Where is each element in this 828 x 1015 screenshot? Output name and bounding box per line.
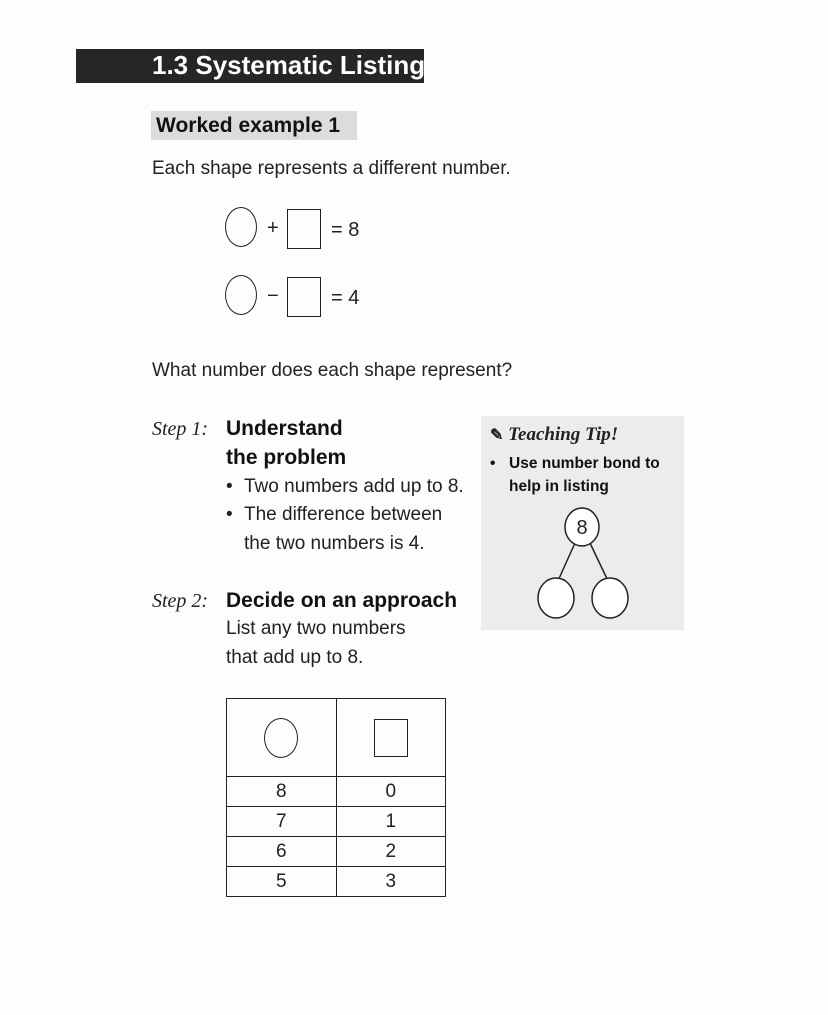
table-header-square — [335, 698, 446, 777]
equation-result: = 8 — [331, 219, 360, 241]
step2-text-line2: that add up to 8. — [226, 647, 364, 668]
table-row: 6 2 — [226, 836, 446, 867]
step1-heading: Understand the problem — [226, 414, 346, 472]
question-text: What number does each shape represent? — [152, 360, 513, 381]
table-row: 7 1 — [226, 806, 446, 837]
table-cell-square: 1 — [335, 806, 446, 837]
equation-result: = 4 — [331, 287, 360, 309]
step1-bullet-2-cont: the two numbers is 4. — [244, 533, 425, 554]
section-header-bar — [76, 49, 424, 83]
table-cell-circle: 6 — [226, 836, 337, 867]
bond-top-circle — [564, 507, 600, 547]
circle-shape — [225, 275, 257, 315]
teaching-tip-title-text: Teaching Tip! — [508, 424, 619, 445]
step1-label: Step 1: — [152, 418, 209, 440]
bullet-text: Two numbers add up to 8. — [244, 476, 464, 497]
intro-text: Each shape represents a different number… — [152, 158, 511, 179]
circle-shape — [264, 717, 299, 758]
listing-table: 8 0 7 1 6 2 5 3 — [226, 698, 446, 897]
table-cell-circle: 5 — [226, 866, 337, 897]
table-cell-circle: 8 — [226, 776, 337, 807]
table-row: 8 0 — [226, 776, 446, 807]
table-header-circle — [226, 698, 337, 777]
pencil-icon: ✎ — [490, 427, 504, 444]
equation-operator: + — [267, 217, 279, 239]
table-cell-circle: 7 — [226, 806, 337, 837]
tip-text: Use number bond to — [509, 455, 660, 472]
bullet-text: The difference between — [244, 504, 443, 525]
table-header-row — [226, 698, 446, 777]
step1-bullet-1: •Two numbers add up to 8. — [226, 476, 464, 497]
step1-bullet-2: •The difference between — [226, 504, 443, 525]
teaching-tip-line1: •Use number bond to — [490, 455, 660, 472]
bond-line-left — [556, 542, 576, 584]
number-bond-diagram: 8 — [537, 507, 629, 619]
circle-shape — [225, 207, 257, 247]
bond-top-value: 8 — [576, 517, 587, 539]
step2-text-line1: List any two numbers — [226, 618, 406, 639]
teaching-tip-title: ✎ Teaching Tip! — [490, 424, 618, 446]
table-cell-square: 2 — [335, 836, 446, 867]
table-row: 5 3 — [226, 866, 446, 897]
bond-line-right — [589, 542, 610, 584]
worked-example-label: Worked example 1 — [151, 111, 357, 140]
table-cell-square: 0 — [335, 776, 446, 807]
teaching-tip-line2: help in listing — [509, 478, 609, 495]
square-shape — [373, 718, 408, 757]
bond-right-circle — [591, 577, 629, 619]
step2-label: Step 2: — [152, 590, 209, 612]
step1-heading-line1: Understand — [226, 417, 343, 440]
section-title: 1.3 Systematic Listing — [152, 50, 426, 80]
table-cell-square: 3 — [335, 866, 446, 897]
square-shape — [287, 277, 321, 317]
step2-heading: Decide on an approach — [226, 589, 458, 612]
square-shape — [287, 209, 321, 249]
bond-left-circle — [537, 577, 575, 619]
equation-operator: − — [267, 285, 279, 307]
step1-heading-line2: the problem — [226, 446, 347, 469]
